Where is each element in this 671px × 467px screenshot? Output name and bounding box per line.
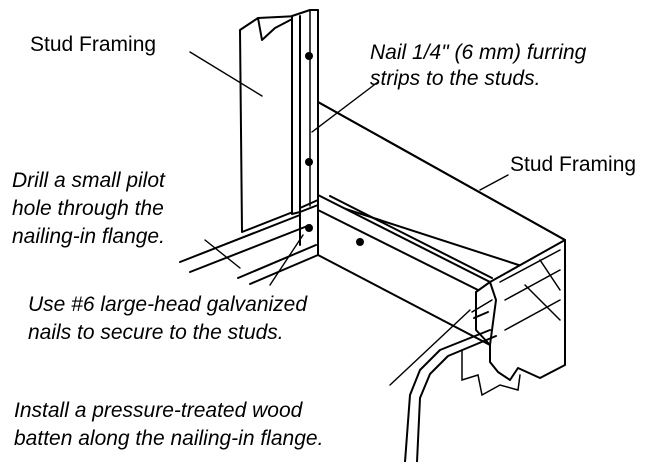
- label-nail-furring-2: strips to the studs.: [370, 67, 541, 90]
- batten-end: [471, 281, 497, 346]
- furring-strip: [291, 9, 319, 215]
- nail-head: [305, 52, 313, 60]
- label-install-1: Install a pressure-treated wood: [14, 399, 303, 422]
- leader-line: [204, 239, 241, 269]
- label-stud-framing-right: Stud Framing: [510, 153, 637, 176]
- leader-line: [479, 174, 509, 191]
- framing-end: [461, 239, 566, 397]
- flange-tail: [404, 329, 491, 463]
- leader-line: [189, 51, 263, 97]
- vertical-stud: [239, 15, 299, 233]
- flange-tail: [416, 335, 497, 463]
- label-drill-1: Drill a small pilot: [12, 169, 165, 192]
- leader-line: [269, 234, 304, 286]
- bottom-flange-rails: [179, 209, 319, 285]
- nail-head: [356, 238, 364, 246]
- leader-line: [311, 81, 379, 133]
- leader-line: [389, 309, 471, 386]
- nail-head: [305, 158, 313, 166]
- label-drill-3: nailing-in flange.: [12, 225, 165, 248]
- label-use-nails-1: Use #6 large-head galvanized: [28, 293, 308, 316]
- label-use-nails-2: nails to secure to the studs.: [28, 321, 284, 344]
- label-install-2: batten along the nailing-in flange.: [14, 427, 324, 450]
- label-drill-2: hole through the: [12, 197, 164, 220]
- label-stud-framing-left: Stud Framing: [30, 33, 157, 56]
- label-nail-furring-1: Nail 1/4" (6 mm) furring: [370, 41, 587, 64]
